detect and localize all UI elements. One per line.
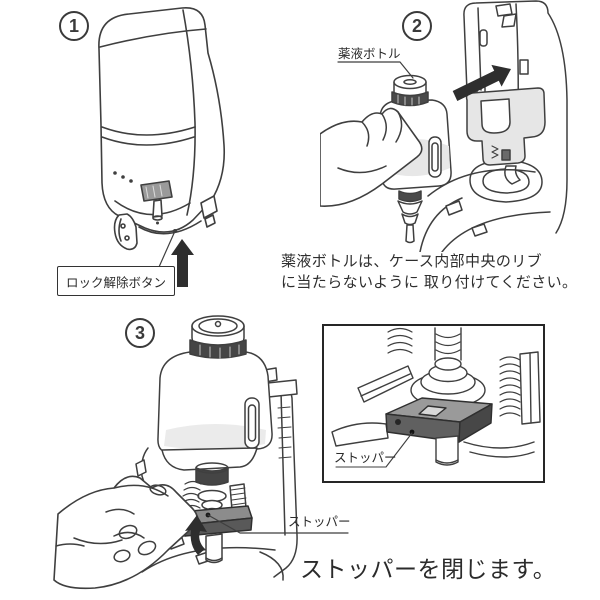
step1-number: 1 — [68, 15, 79, 36]
up-arrow-icon — [171, 239, 194, 287]
inner-bottom-curve — [115, 201, 190, 215]
step1-number-badge: 1 — [59, 11, 89, 41]
case-right-wall — [274, 385, 297, 577]
support-cylinder — [206, 534, 222, 563]
stopper-closeup-illustration — [324, 326, 543, 481]
step3-instruction: ストッパーを閉じます。 — [300, 550, 556, 584]
left-spring — [183, 482, 201, 509]
step2-caption: 薬液ボトルは、ケース内部中央のリブ に当たらないように 取り付けてください。 — [281, 251, 577, 293]
hand-holding-bottle — [320, 108, 422, 206]
stopper-closeup-part — [386, 398, 492, 442]
holder-slot — [481, 99, 510, 133]
step3-number-badge: 3 — [125, 318, 155, 348]
bottle-bottom — [162, 448, 257, 470]
cover-lip-lower — [102, 137, 194, 145]
rear-tab — [201, 196, 217, 218]
stopper-close-illustration — [50, 300, 350, 600]
dispenser-top-seam — [100, 29, 206, 47]
support-cylinder — [436, 436, 458, 465]
bottom-lip — [139, 221, 201, 234]
stopper-label-step3-text: ストッパー — [288, 515, 351, 529]
step2-caption-line1: 薬液ボトルは、ケース内部中央のリブ — [281, 253, 543, 270]
bottle-label: 薬液ボトル — [338, 47, 401, 61]
bottle-label-leader — [338, 62, 413, 78]
step2-caption-line2: に当たらないように 取り付けてください。 — [281, 274, 578, 291]
stopper-leader-line — [208, 515, 348, 533]
step2-number: 2 — [411, 15, 422, 36]
pump-bracket — [141, 181, 172, 201]
cover-lip-upper — [102, 127, 195, 135]
tray-edge — [428, 170, 535, 196]
stopper-label-inset: ストッパー — [334, 451, 397, 465]
insert-arrow-icon — [452, 64, 511, 101]
bottle-shading — [164, 424, 266, 450]
stopper-label-inset-text: ストッパー — [334, 451, 397, 465]
pump-nozzle — [406, 225, 414, 243]
hand-closing-stopper — [54, 476, 197, 588]
dispenser-locked-illustration — [55, 5, 255, 287]
step3-number: 3 — [134, 322, 145, 343]
leader-line — [159, 231, 175, 267]
inset-label-leader — [336, 433, 412, 467]
cap-knurl — [190, 340, 246, 358]
dispenser-front-seam — [183, 10, 195, 215]
indicator-dots — [113, 171, 133, 183]
leader-dot — [409, 429, 415, 435]
close-arrow-icon — [185, 515, 207, 555]
stopper-label-step3: ストッパー — [288, 515, 351, 529]
pump-collar — [196, 468, 228, 485]
right-spring — [500, 357, 520, 416]
bottle-label-text: 薬液ボトル — [338, 47, 401, 61]
step2-number-badge: 2 — [402, 11, 432, 41]
bottle-insert-illustration — [320, 0, 600, 252]
lock-release-label-text: ロック解除ボタン — [66, 276, 167, 290]
lock-release-label: ロック解除ボタン — [57, 266, 176, 296]
step3-instruction-text: ストッパーを閉じます。 — [300, 556, 557, 582]
pump-stem — [153, 200, 162, 217]
bottle-cap-top — [394, 76, 426, 89]
stopper-closeup-inset: ストッパー — [322, 324, 545, 483]
stopper-arm — [332, 423, 388, 446]
